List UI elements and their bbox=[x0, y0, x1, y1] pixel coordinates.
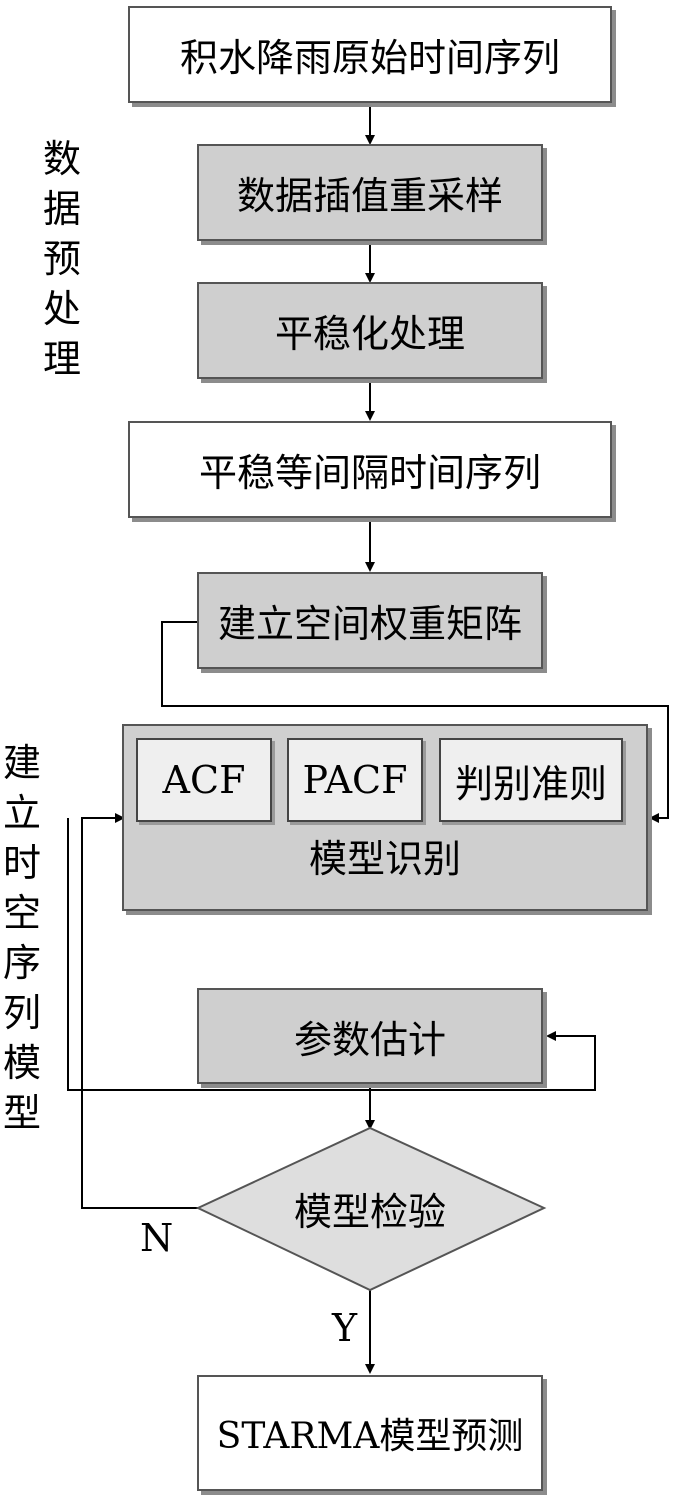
step-stationary-series: 平稳等间隔时间序列 bbox=[128, 421, 612, 518]
branch-no-label: N bbox=[140, 1216, 174, 1260]
step-forecast: STARMA模型预测 bbox=[197, 1375, 543, 1491]
side-label-modeling: 建立时空序列模型 bbox=[2, 741, 41, 1135]
step-parameter-estimation: 参数估计 bbox=[197, 988, 543, 1084]
step-raw-series: 积水降雨原始时间序列 bbox=[128, 6, 612, 103]
arrow-identification-to-estimation bbox=[67, 818, 370, 1091]
step-weight-matrix: 建立空间权重矩阵 bbox=[197, 572, 543, 669]
acf-box: ACF bbox=[136, 738, 272, 822]
step-resample: 数据插值重采样 bbox=[197, 144, 543, 241]
pacf-box: PACF bbox=[287, 738, 423, 822]
criterion-box: 判别准则 bbox=[439, 738, 623, 822]
model-check-label: 模型检验 bbox=[293, 1189, 446, 1234]
arrow-matrix-to-identification bbox=[161, 621, 669, 823]
step-stationarize: 平稳化处理 bbox=[197, 282, 543, 379]
identification-label: 模型识别 bbox=[308, 837, 461, 881]
diamond-model-check bbox=[195, 1126, 547, 1292]
side-label-preprocess: 数据预处理 bbox=[42, 137, 81, 381]
branch-yes-label: Y bbox=[332, 1306, 358, 1350]
arrow-check-no-back bbox=[81, 813, 199, 1209]
arrow-estimation-loop bbox=[370, 1031, 596, 1091]
